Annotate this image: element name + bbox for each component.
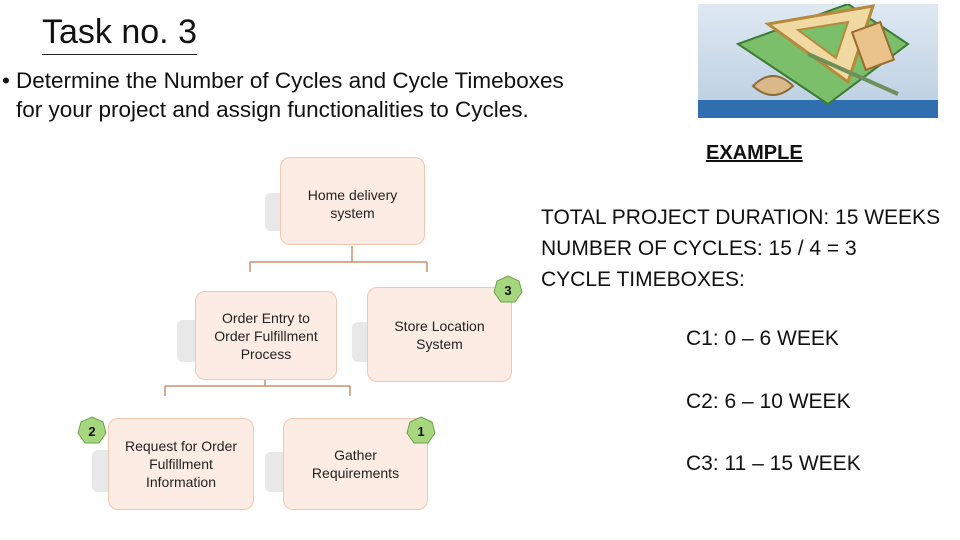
node-store-location[interactable]: Store Location System — [367, 287, 512, 382]
example-label: EXAMPLE — [706, 142, 803, 164]
badge-request: 2 — [77, 416, 107, 446]
badge-store-number: 3 — [504, 282, 512, 298]
cycle-c2: C2: 6 – 10 WEEK — [686, 390, 851, 413]
node-request-label: Request for Order Fulfillment Informatio… — [124, 438, 238, 490]
node-order-entry[interactable]: Order Entry to Order Fulfillment Process — [195, 291, 337, 380]
cycle-c1: C1: 0 – 6 WEEK — [686, 327, 839, 350]
heptagon-icon — [406, 416, 436, 444]
node-store-location-label: Store Location System — [394, 317, 485, 352]
node-gather-label: Gather Requirements — [311, 447, 400, 481]
drafting-tools-icon — [698, 2, 938, 118]
cycle-timeboxes-label: CYCLE TIMEBOXES: — [541, 268, 745, 291]
badge-store-location: 3 — [493, 275, 523, 305]
badge-gather-number: 1 — [417, 423, 425, 439]
badge-request-number: 2 — [88, 423, 96, 439]
total-duration-text: TOTAL PROJECT DURATION: 15 WEEKS — [541, 206, 941, 229]
bullet-glyph: • — [2, 68, 10, 93]
task-bullet: •Determine the Number of Cycles and Cycl… — [2, 66, 682, 124]
project-info: TOTAL PROJECT DURATION: 15 WEEKS NUMBER … — [541, 202, 940, 295]
bullet-line-1: Determine the Number of Cycles and Cycle… — [16, 68, 564, 93]
node-home-delivery-label: Home delivery system — [307, 187, 398, 221]
number-of-cycles-text: NUMBER OF CYCLES: 15 / 4 = 3 — [541, 237, 857, 260]
bullet-line-2: for your project and assign functionalit… — [16, 97, 529, 122]
node-request-fulfillment[interactable]: Request for Order Fulfillment Informatio… — [108, 418, 254, 510]
slide-title: Task no. 3 — [42, 12, 197, 55]
heptagon-icon — [77, 416, 107, 444]
node-order-entry-label: Order Entry to Order Fulfillment Process — [214, 309, 318, 362]
node-gather-requirements[interactable]: Gather Requirements — [283, 418, 428, 510]
node-home-delivery-system[interactable]: Home delivery system — [280, 157, 425, 245]
heptagon-icon — [493, 275, 523, 303]
badge-gather: 1 — [406, 416, 436, 446]
cycle-c3: C3: 11 – 15 WEEK — [686, 452, 861, 475]
